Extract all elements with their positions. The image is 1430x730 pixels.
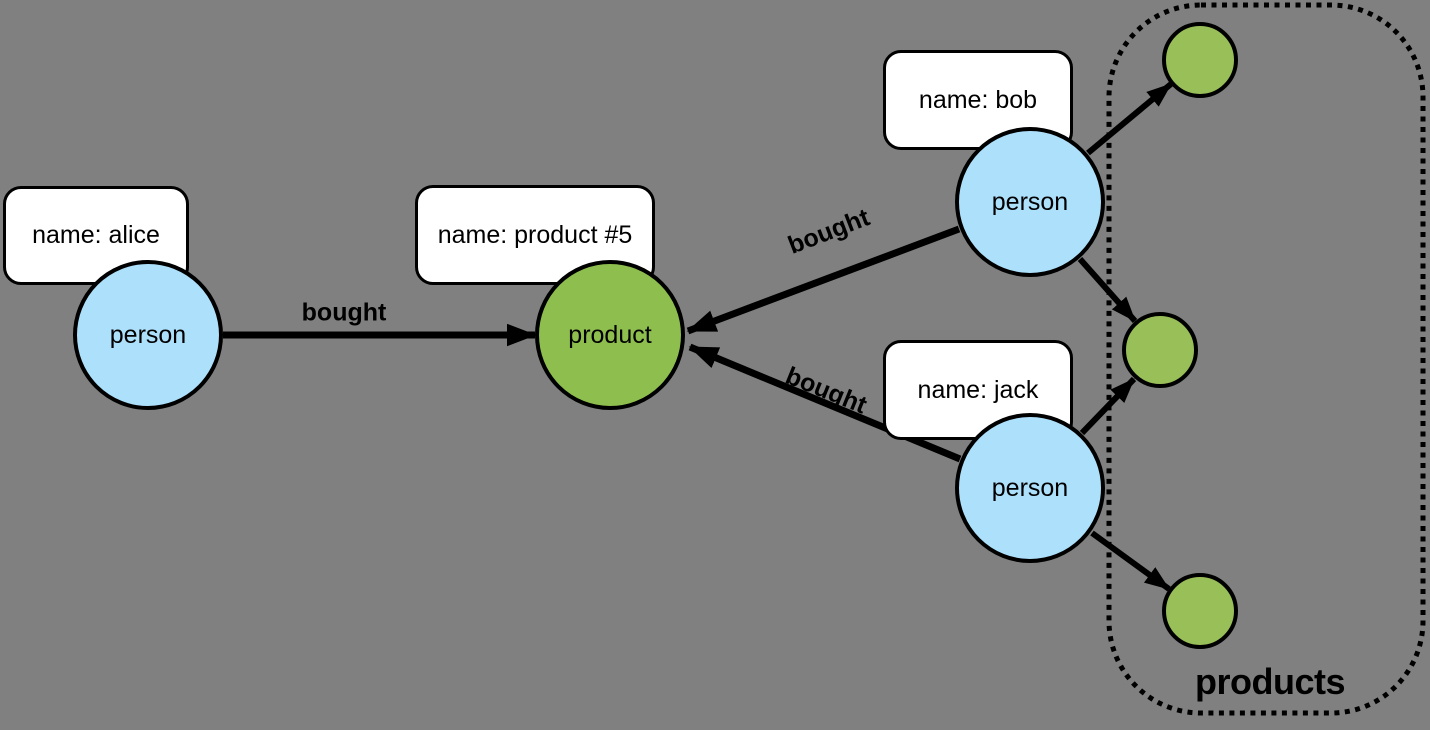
property-text-bob: name: bob (918, 85, 1038, 114)
product-node-small-bottom (1162, 573, 1238, 649)
node-label-bob: person (991, 187, 1069, 216)
property-box-alice: name: alice (3, 186, 189, 285)
person-node-alice: person (73, 260, 223, 410)
product-node: product (535, 260, 685, 410)
edge-jack-bought-product (688, 343, 962, 463)
edge-jack-product-bottom (1090, 530, 1171, 592)
property-box-product: name: product #5 (415, 185, 655, 285)
edge-bob-product-top (1086, 81, 1173, 156)
node-label-product: product (568, 320, 652, 349)
product-node-small-top (1162, 22, 1238, 98)
edge-bob-product-middle (1077, 257, 1138, 323)
node-label-jack: person (991, 473, 1069, 502)
product-node-small-middle (1122, 312, 1198, 388)
products-group-outline (1106, 2, 1426, 716)
property-text-product: name: product #5 (437, 220, 633, 249)
person-node-jack: person (955, 413, 1105, 563)
node-label-alice: person (109, 320, 187, 349)
property-text-alice: name: alice (32, 221, 160, 249)
property-text-jack: name: jack (917, 375, 1039, 404)
edge-jack-product-middle (1079, 376, 1137, 436)
edge-bob-bought-product (686, 225, 961, 335)
products-group-label: products (1194, 661, 1346, 702)
person-node-bob: person (955, 127, 1105, 277)
edge-label-alice-bought: bought (301, 298, 387, 327)
